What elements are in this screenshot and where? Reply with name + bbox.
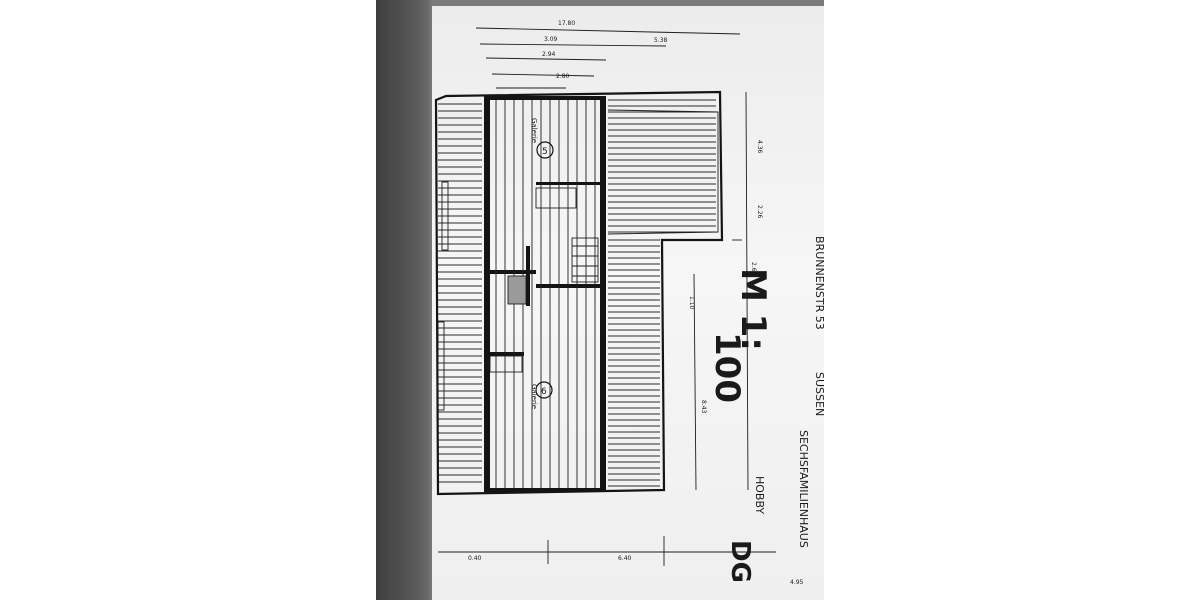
building-outline xyxy=(434,90,724,496)
room-6-label: Galerie xyxy=(530,384,538,409)
gallery-wall-left xyxy=(484,98,490,490)
dim-right-d: 1.10 xyxy=(688,296,695,310)
dim-top-a: 3.09 xyxy=(544,36,558,43)
room-5-marker xyxy=(536,141,554,159)
core-wall xyxy=(526,246,530,306)
dim-bottom-c: 4.95 xyxy=(790,579,804,586)
stairs xyxy=(489,187,599,373)
core-wall-2 xyxy=(536,284,602,288)
drawing-sheet xyxy=(432,6,824,600)
dim-right-e: 8.43 xyxy=(700,400,707,414)
dim-top-d: 2.80 xyxy=(556,73,570,80)
scale-value: 100 xyxy=(707,332,747,403)
location-name: SÜSSEN xyxy=(813,372,824,416)
dim-bottom-a: 0.40 xyxy=(468,555,482,562)
dimension-lines xyxy=(438,27,776,566)
dim-right-b: 2.26 xyxy=(756,205,763,219)
annex-outline xyxy=(607,109,719,235)
gallery-wall-top xyxy=(484,96,606,100)
sheet-logo: DG xyxy=(725,540,755,583)
gallery-wall-bottom xyxy=(484,488,606,492)
dim-right-c: 2.60 xyxy=(750,262,757,276)
dim-right-a: 4.36 xyxy=(756,140,763,154)
address: BRUNNENSTR 53 xyxy=(813,236,824,330)
title-block: HOBBY SECHSFAMILIENHAUS SÜSSEN BRUNNENST… xyxy=(707,236,824,583)
room-6-marker xyxy=(535,381,553,399)
room-5-number: 5 xyxy=(542,147,548,157)
upper-wall xyxy=(536,182,602,185)
dim-top-total: 17.80 xyxy=(558,20,575,27)
dim-top-b: 5.38 xyxy=(654,37,668,44)
project-name: SECHSFAMILIENHAUS xyxy=(797,430,810,548)
gallery-wall-right xyxy=(600,96,606,490)
roof-hatching xyxy=(438,99,716,487)
scale-prefix: M 1: xyxy=(733,268,773,351)
stair-wall-2 xyxy=(488,352,524,356)
monitor-photo: 17.80 3.09 5.38 2.94 2.80 4.36 2.26 2.60… xyxy=(376,0,824,600)
floor-plan: 17.80 3.09 5.38 2.94 2.80 4.36 2.26 2.60… xyxy=(434,20,824,586)
dim-top-c: 2.94 xyxy=(542,51,556,58)
dim-bottom-b: 6.40 xyxy=(618,555,632,562)
level-label: HOBBY xyxy=(753,476,766,514)
skylights xyxy=(437,181,449,411)
room-5-label: Galerie xyxy=(530,118,538,143)
stair-wall xyxy=(488,270,536,274)
room-6-number: 6 xyxy=(541,387,547,397)
